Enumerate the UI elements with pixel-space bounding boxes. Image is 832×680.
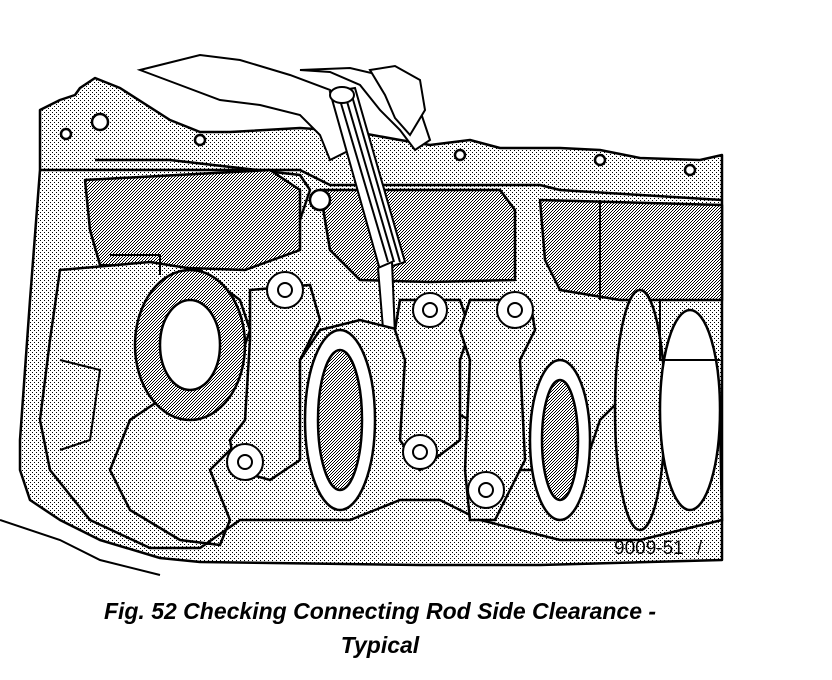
crankshaft — [38, 260, 724, 550]
rod-bolts — [226, 271, 534, 509]
connecting-rod-left — [228, 283, 322, 482]
figure-code-number: 9009-51 — [614, 538, 684, 559]
figure-code: 9009-51 / — [614, 538, 702, 560]
engine-illustration — [0, 53, 724, 576]
detail-lines — [0, 200, 720, 576]
figure-code-mark: / — [697, 538, 703, 559]
caption-line-2: Typical — [340, 632, 420, 658]
connecting-rod-center — [393, 298, 537, 522]
hand — [136, 53, 432, 162]
caption-line-1: Fig. 52 Checking Connecting Rod Side Cle… — [103, 598, 657, 624]
figure-caption: Fig. 52 Checking Connecting Rod Side Cle… — [0, 594, 760, 662]
